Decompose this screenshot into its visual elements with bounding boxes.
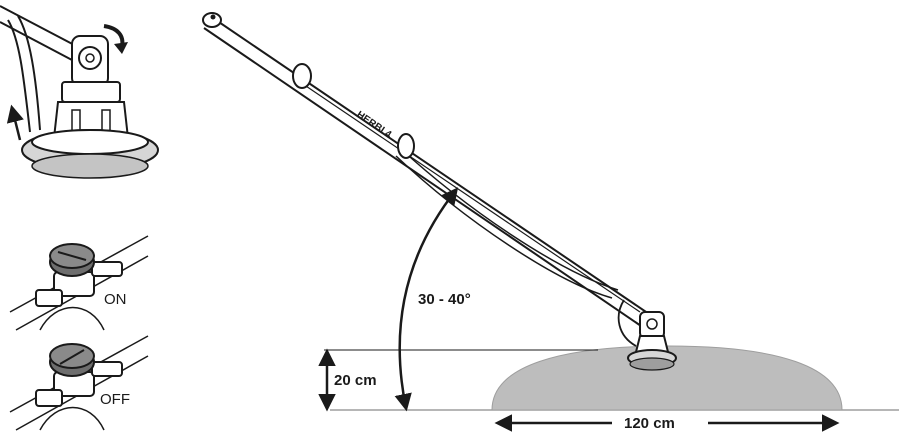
- valve-off-label: OFF: [100, 391, 130, 408]
- valve-off-detail: OFF: [9, 335, 149, 431]
- up-arrow-icon: [6, 104, 24, 141]
- wick-applicator: HERBI 4: [202, 12, 677, 371]
- valve-on-detail: ON: [9, 235, 149, 331]
- angle-indicator: 30 - 40°: [394, 187, 471, 412]
- product-label: HERBI 4: [354, 109, 393, 140]
- angle-label: 30 - 40°: [418, 291, 471, 308]
- height-dimension: 20 cm: [318, 348, 598, 412]
- height-label: 20 cm: [334, 372, 377, 389]
- rotate-arrow-icon: [114, 42, 128, 54]
- wick-head-detail: [0, 5, 159, 179]
- width-dimension: 120 cm: [494, 414, 840, 432]
- valve-on-label: ON: [104, 291, 127, 308]
- width-label: 120 cm: [624, 415, 675, 432]
- angle-arc-arrow: [394, 187, 459, 412]
- upper-clamp: [292, 63, 312, 89]
- middle-clamp: [397, 133, 415, 159]
- vegetation-mound: [491, 345, 843, 411]
